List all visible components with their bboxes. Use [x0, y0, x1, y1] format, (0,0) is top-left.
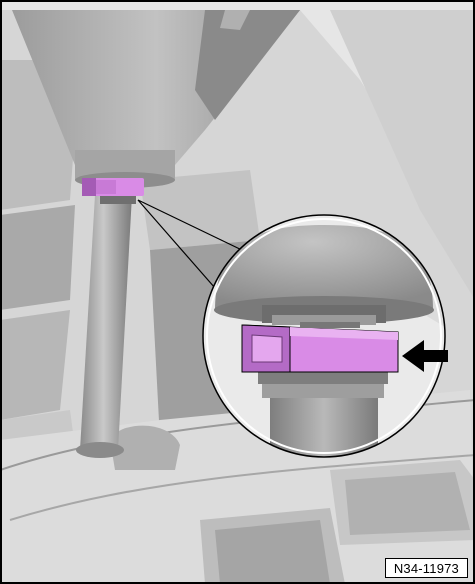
locking-clip-large: [241, 322, 399, 373]
detail-magnifier: [202, 214, 446, 458]
shift-rod: [76, 195, 132, 458]
figure-reference-label: N34-11973: [384, 558, 468, 578]
arrow-left-icon: [402, 340, 448, 372]
callout-lines: [137, 199, 247, 289]
gear-knob-boot: [12, 10, 300, 188]
locking-clip-small: [82, 178, 144, 204]
